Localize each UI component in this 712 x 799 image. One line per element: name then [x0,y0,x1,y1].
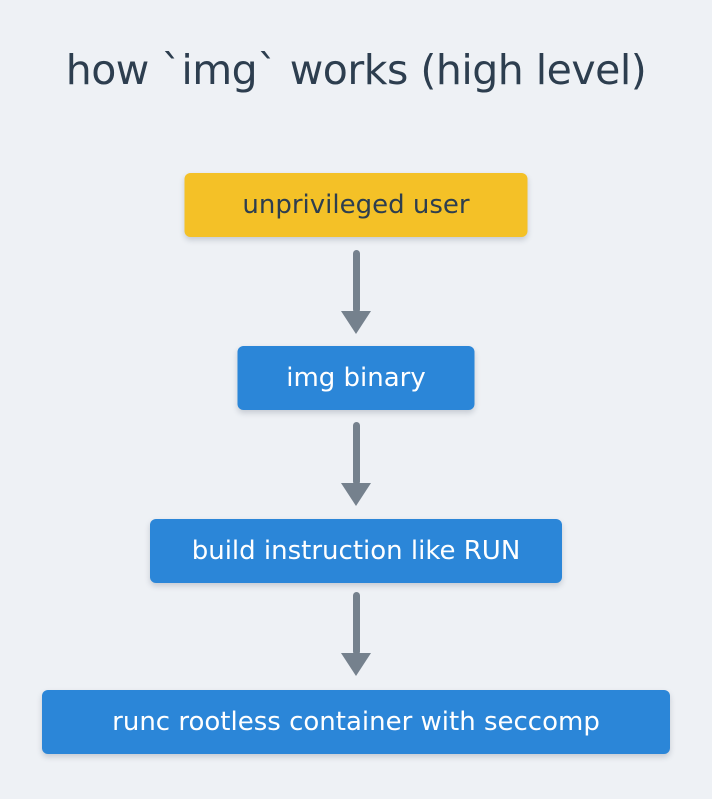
page-title: how `img` works (high level) [65,46,647,94]
node-img-binary: img binary [237,346,475,410]
node-label: build instruction like RUN [191,536,521,566]
arrow-down-icon [341,653,371,676]
node-unprivileged-user: unprivileged user [184,173,528,237]
arrow-down-icon [341,311,371,334]
arrow-down-icon [341,483,371,506]
node-label: img binary [286,363,426,393]
node-runc-rootless-container: runc rootless container with seccomp [42,690,670,754]
flow-arrow-1 [341,250,371,334]
arrow-shaft [352,592,360,655]
node-label: runc rootless container with seccomp [112,707,600,737]
flow-arrow-2 [341,422,371,506]
arrow-shaft [352,250,360,313]
flow-arrow-3 [341,592,371,676]
arrow-shaft [352,422,360,485]
node-build-instruction: build instruction like RUN [150,519,562,583]
node-label: unprivileged user [242,190,470,220]
